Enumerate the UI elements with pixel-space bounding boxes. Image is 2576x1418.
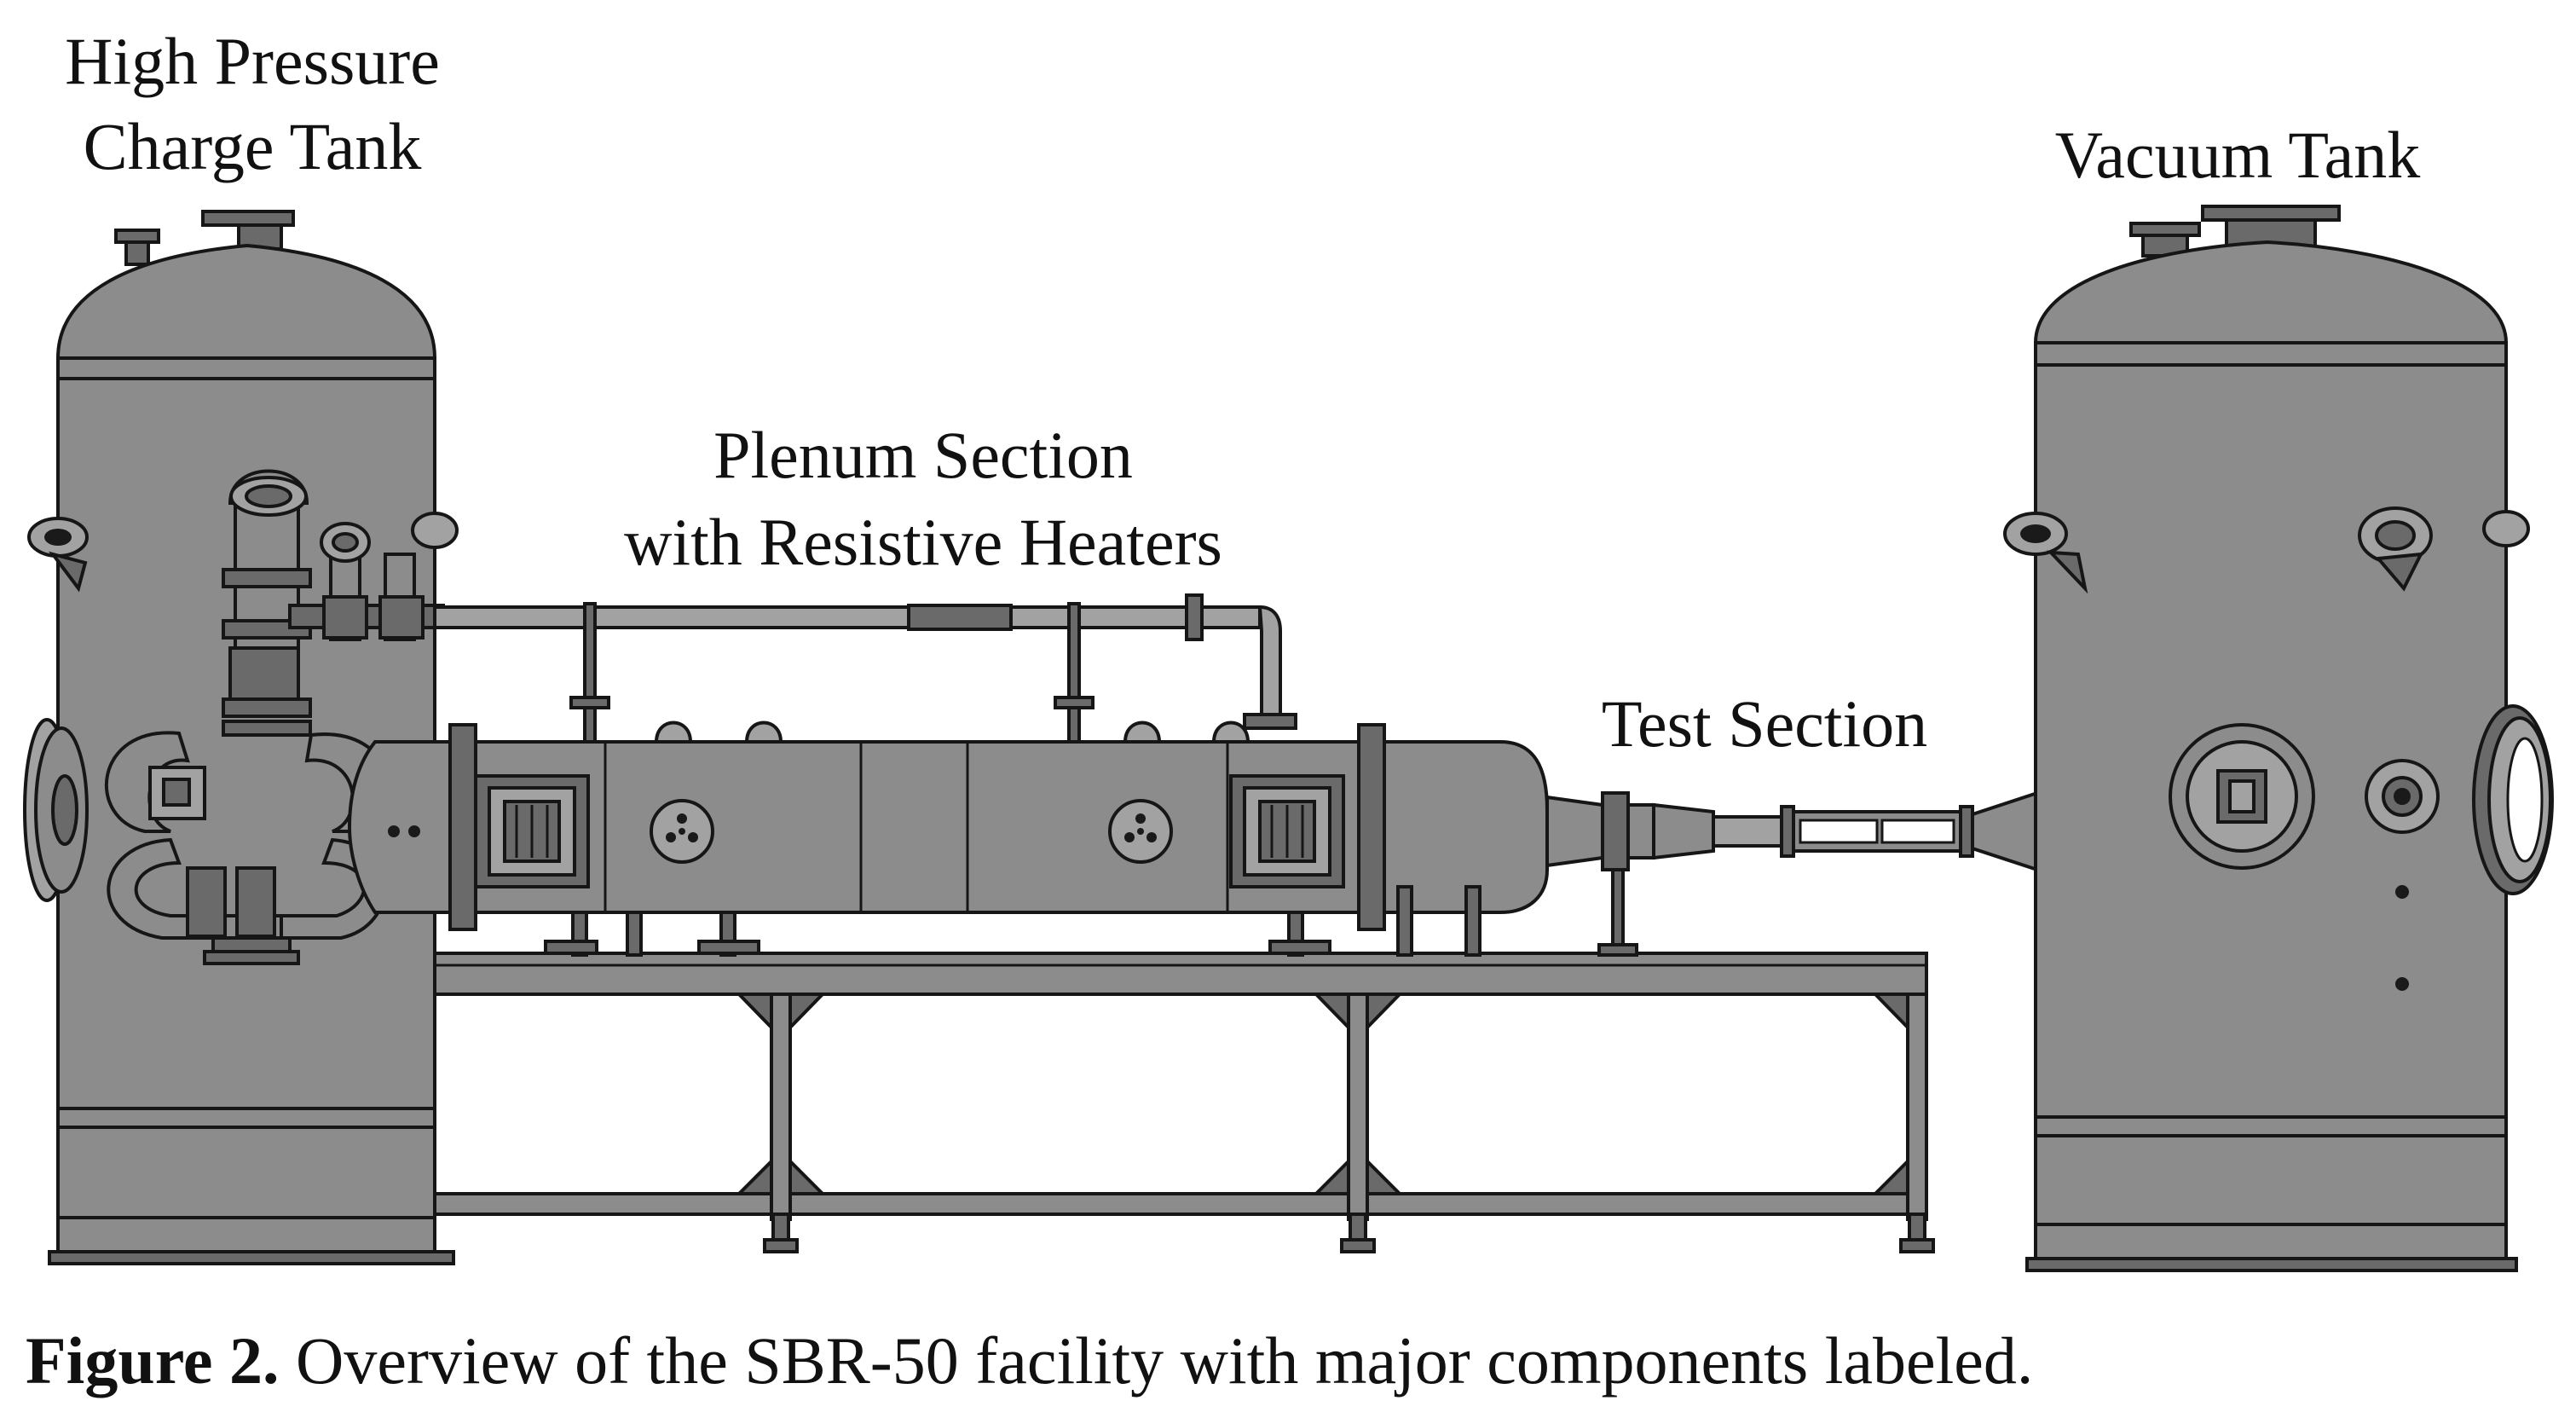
plenum-label-line1: Plenum Section — [713, 418, 1133, 492]
test-section — [1545, 790, 2039, 957]
test-section-label: Test Section — [1602, 686, 1927, 761]
heater-port-left — [474, 774, 590, 888]
caption-text: Overview of the SBR-50 facility with maj… — [280, 1323, 2034, 1398]
charge-tank-label-line1: High Pressure — [65, 24, 440, 98]
vacuum-tank — [2003, 205, 2554, 1272]
plenum-label-line2: with Resistive Heaters — [624, 505, 1222, 579]
bypass-pipe — [433, 593, 1297, 744]
caption-prefix: Figure 2. — [26, 1323, 280, 1398]
heater-port-right — [1229, 774, 1345, 888]
vacuum-tank-label: Vacuum Tank — [2055, 118, 2421, 192]
plenum-section — [347, 721, 1549, 957]
support-frame — [196, 952, 1935, 1253]
charge-tank — [23, 210, 459, 1265]
charge-tank-label-line2: Charge Tank — [84, 109, 422, 183]
figure-caption: Figure 2. Overview of the SBR-50 facilit… — [26, 1323, 2033, 1398]
